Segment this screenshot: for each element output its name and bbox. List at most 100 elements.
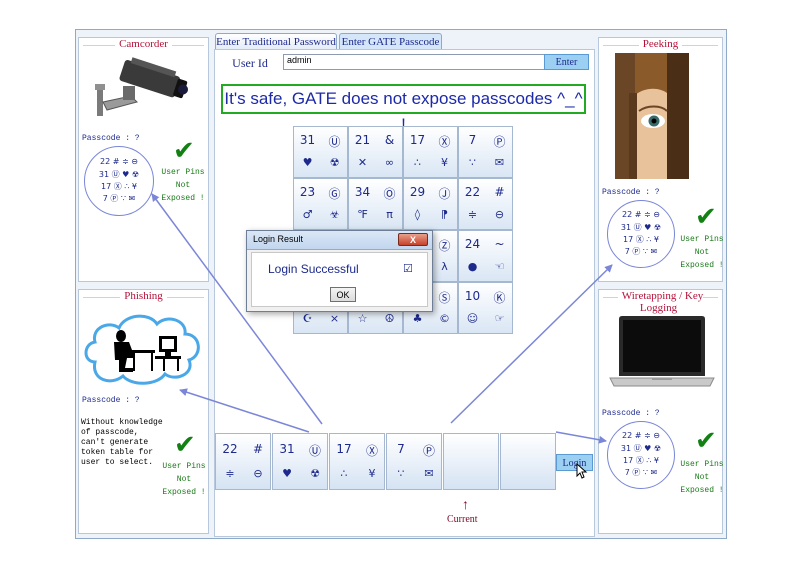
token-symbol: Ⓞ xyxy=(383,187,396,201)
token-symbol: ⊖ xyxy=(253,467,263,480)
peeking-check-icon: ✔ xyxy=(695,202,717,232)
token-symbol: Ⓙ xyxy=(438,187,451,201)
arrow-to-peeking xyxy=(450,264,613,424)
token-symbol: 21 xyxy=(354,133,371,147)
token-symbol: ≑ xyxy=(467,208,478,221)
token-cell[interactable]: 21&✕∞ xyxy=(348,126,403,178)
arrow-to-phishing xyxy=(179,388,310,433)
token-symbol: λ xyxy=(441,260,448,273)
token-symbol: 22 xyxy=(464,185,481,199)
camcorder-passcode: Passcode : ? xyxy=(82,134,140,143)
token-symbol: ✉ xyxy=(424,467,434,480)
wiretapping-passcode-circle: 22 # ≑ ⊖ 31 Ⓤ ♥ ☢ 17 Ⓧ ∴ ¥ 7 Ⓟ ∵ ✉ xyxy=(607,421,675,489)
dialog-body: Login Successful ☑ OK xyxy=(251,252,428,307)
token-symbol: ☆ xyxy=(357,312,368,325)
selected-token-slot[interactable] xyxy=(500,433,556,490)
token-symbol: ♥ xyxy=(302,156,313,169)
token-symbol: ☞ xyxy=(494,312,505,325)
token-symbol: 24 xyxy=(464,237,481,251)
checkbox-icon: ☑ xyxy=(403,262,413,275)
phishing-title: Phishing xyxy=(120,290,167,302)
token-symbol: ✕ xyxy=(357,156,368,169)
phishing-explanation: Without knowledge of passcode, can't gen… xyxy=(81,418,163,467)
token-symbol: ☪ xyxy=(302,312,313,325)
tab-traditional-password[interactable]: Enter Traditional Password xyxy=(215,33,337,49)
token-symbol: ⁋ xyxy=(441,208,448,221)
arrow-to-wiretapping xyxy=(555,431,607,444)
token-symbol: ☣ xyxy=(329,208,340,221)
token-symbol: ¥ xyxy=(368,467,376,480)
token-symbol: ☢ xyxy=(310,467,320,480)
token-symbol: Ⓖ xyxy=(328,187,341,201)
token-symbol: × xyxy=(329,312,340,325)
tab-gate-passcode[interactable]: Enter GATE Passcode xyxy=(339,33,442,49)
camcorder-panel: Camcorder Passcode : ? 22 # ≑ ⊖ 31 Ⓤ ♥ ☢… xyxy=(78,37,209,282)
peeking-title: Peeking xyxy=(638,38,683,50)
token-symbol: ♥ xyxy=(282,467,292,480)
token-symbol: 17 xyxy=(409,133,426,147)
mouse-cursor-icon xyxy=(576,463,588,479)
token-symbol: ● xyxy=(467,260,478,273)
arrow-to-camcorder xyxy=(151,193,323,425)
token-symbol: π xyxy=(386,208,393,221)
login-button[interactable]: Login xyxy=(556,454,593,471)
token-cell[interactable]: 24~●☜ xyxy=(458,230,513,282)
token-cell[interactable]: 29 Ⓙ ◊ ⁋ xyxy=(403,178,458,230)
token-symbol: ✉ xyxy=(494,156,505,169)
token-symbol: 17 xyxy=(336,442,352,456)
token-symbol: Ⓧ xyxy=(365,444,378,458)
userid-label: User Id xyxy=(232,56,268,70)
token-symbol: 7 xyxy=(397,442,405,456)
token-symbol: Ⓟ xyxy=(493,135,506,149)
safety-banner: It's safe, GATE does not expose passcode… xyxy=(221,84,586,134)
token-symbol: ☜ xyxy=(494,260,505,273)
current-arrow-icon: ↑ xyxy=(462,496,469,512)
phishing-pins-text: User Pins Not Exposed ! xyxy=(162,462,206,497)
token-symbol: ℉ xyxy=(357,208,368,221)
selected-token-slot[interactable]: 22#≑⊖ xyxy=(215,433,271,490)
token-symbol: Ⓤ xyxy=(328,135,341,149)
wiretapping-pins-text: User Pins Not Exposed ! xyxy=(680,460,724,495)
token-symbol: Ⓚ xyxy=(493,291,506,305)
enter-button[interactable]: Enter xyxy=(544,54,589,70)
camcorder-image xyxy=(95,57,189,116)
token-symbol: ◊ xyxy=(414,208,421,221)
selected-token-slot[interactable] xyxy=(443,433,499,490)
peeking-panel: Peeking Passcode : ? 22 # ≑ ⊖ 31 Ⓤ ♥ ☢ 1… xyxy=(598,37,724,282)
dialog-message: Login Successful xyxy=(268,262,359,276)
dialog-ok-button[interactable]: OK xyxy=(330,287,356,302)
token-symbol: ☮ xyxy=(384,312,395,325)
peeking-passcode: Passcode : ? xyxy=(602,188,660,197)
dialog-title: Login Result xyxy=(253,234,304,244)
dialog-titlebar[interactable]: Login Result X xyxy=(247,231,432,250)
token-symbol: # xyxy=(252,442,264,456)
wiretapping-passcode: Passcode : ? xyxy=(602,409,660,418)
current-label: Current xyxy=(447,514,478,525)
dialog-close-button[interactable]: X xyxy=(398,233,428,246)
camcorder-passcode-circle: 22 # ≑ ⊖ 31 Ⓤ ♥ ☢ 17 Ⓧ ∴ ¥ 7 Ⓟ ∵ ✉ xyxy=(84,146,154,216)
token-symbol: © xyxy=(439,312,450,325)
token-symbol: ≑ xyxy=(225,467,235,480)
token-cell[interactable]: 22#≑⊖ xyxy=(458,178,513,230)
phishing-panel: Phishing Passcode : ? Without knowledge … xyxy=(78,289,209,534)
peeking-image xyxy=(615,53,689,179)
token-symbol: ♣ xyxy=(412,312,423,325)
peeking-pins-text: User Pins Not Exposed ! xyxy=(680,235,724,270)
token-symbol: 31 xyxy=(299,133,316,147)
phishing-passcode: Passcode : ? xyxy=(82,396,140,405)
token-symbol: ⊖ xyxy=(494,208,505,221)
token-symbol: 29 xyxy=(409,185,426,199)
camcorder-check-icon: ✔ xyxy=(173,136,195,166)
token-symbol: ∵ xyxy=(397,467,405,480)
login-result-dialog: Login Result X Login Successful ☑ OK xyxy=(246,230,433,312)
